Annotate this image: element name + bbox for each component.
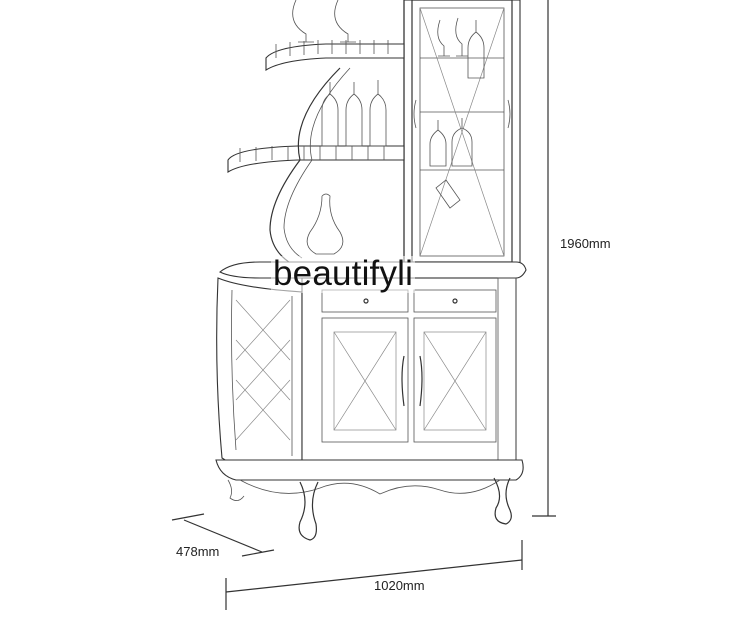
wine-glass-icon xyxy=(437,17,468,57)
height-dimension-line xyxy=(532,0,556,517)
height-label: 1960mm xyxy=(560,236,611,251)
tall-glass-cabinet xyxy=(403,0,521,269)
depth-dimension-line xyxy=(171,513,275,557)
decanter-icon xyxy=(306,193,344,255)
base-sideboard xyxy=(215,261,527,541)
open-shelves xyxy=(227,0,405,265)
wine-bottle-icon xyxy=(429,20,485,209)
width-label: 1020mm xyxy=(374,578,425,593)
depth-label: 478mm xyxy=(176,544,220,559)
door-handle-icon xyxy=(401,355,423,407)
watermark-text: beautifyli xyxy=(271,254,416,293)
wine-glass-icon xyxy=(292,0,356,43)
width-dimension-line xyxy=(225,540,523,610)
wine-bottle-icon xyxy=(321,80,387,147)
